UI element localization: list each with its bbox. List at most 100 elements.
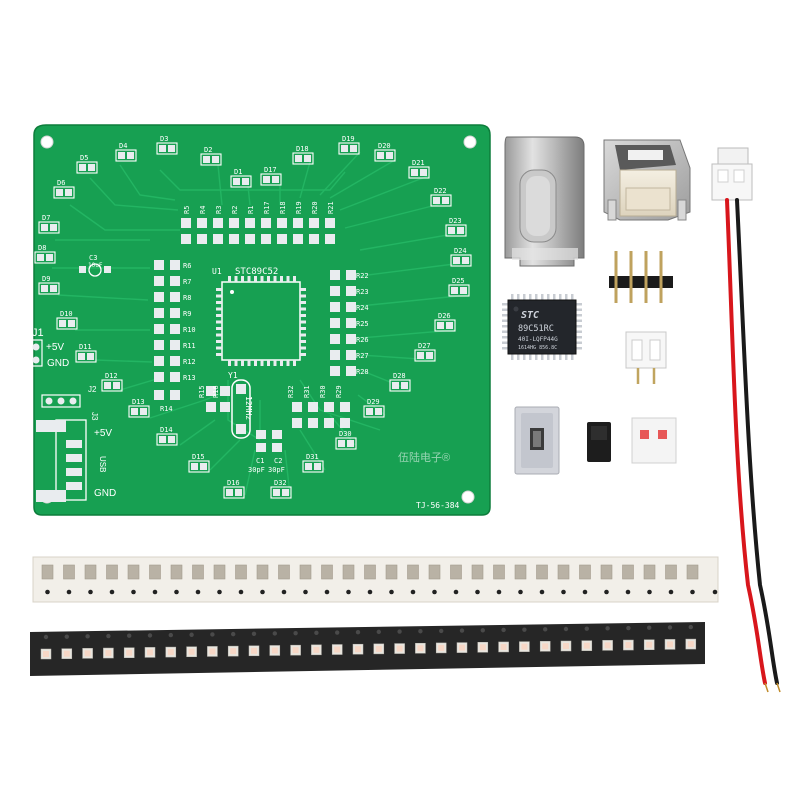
led-pad — [273, 489, 280, 496]
tape-hole — [195, 589, 201, 595]
j2-label: J2 — [88, 385, 97, 394]
qfp-pad — [216, 294, 222, 298]
resistor-label: R7 — [183, 278, 191, 286]
chip-leg — [502, 314, 509, 317]
led-footprint: D6 — [53, 179, 75, 199]
chip-leg — [559, 353, 562, 360]
led-pad — [462, 257, 469, 264]
led-footprint: D17 — [260, 166, 282, 186]
led-pad — [338, 440, 345, 447]
led-pad — [451, 287, 458, 294]
tape-resistor — [557, 564, 570, 580]
resistor-pad — [324, 418, 334, 428]
qfp-pad — [241, 360, 244, 366]
resistor-pad — [170, 340, 180, 350]
resistor-label: R6 — [183, 262, 191, 270]
qfp-pad — [216, 314, 222, 317]
led-pad — [420, 169, 427, 176]
resistor-pad — [346, 302, 356, 312]
tape-resistor — [63, 564, 75, 580]
pcb-board: D1D2D3D4D5D6D7D8D9D10D11D12D13D14D15D16D… — [29, 124, 491, 516]
chip-leg — [565, 294, 568, 301]
resistor-footprint: R25 — [330, 318, 369, 328]
led-footprint: D14 — [156, 426, 178, 446]
resistor-pad — [170, 308, 180, 318]
resistor-footprint: R27 — [330, 350, 369, 360]
resistor-label: R9 — [183, 310, 191, 318]
resistor-pad — [340, 418, 350, 428]
resistor-label: R14 — [160, 405, 173, 413]
led-footprint: D32 — [270, 479, 292, 499]
led-label: D31 — [306, 453, 319, 461]
chip-leg — [517, 294, 520, 301]
qfp-pad — [286, 276, 290, 282]
tape-resistor — [536, 564, 548, 580]
chip-leg — [502, 325, 509, 328]
board-serial: TJ-56-384 — [416, 501, 460, 510]
led-label: D3 — [160, 135, 168, 143]
resistor-label: R25 — [356, 320, 369, 328]
led-pad — [127, 152, 134, 159]
resistor-footprint: R30 — [319, 385, 334, 428]
led-label: D21 — [412, 159, 425, 167]
led-outline — [76, 161, 98, 174]
chip-model: 89C51RC — [518, 324, 554, 334]
qfp-pad — [300, 307, 306, 311]
qfp-pad — [216, 307, 222, 311]
chip-leg — [541, 353, 544, 360]
resistor-footprint: R6 — [154, 260, 191, 270]
led-pad — [200, 463, 207, 470]
resistor-pad — [213, 218, 223, 228]
led-tape-hole — [543, 627, 548, 632]
led-footprint: D25 — [448, 277, 470, 297]
tape-hole — [346, 589, 351, 595]
resistor-pad — [206, 402, 216, 412]
led-pad — [203, 156, 210, 163]
led-footprint: D5 — [76, 154, 98, 174]
resistor-pad — [309, 218, 319, 228]
led-label: D19 — [342, 135, 355, 143]
chip-leg — [511, 353, 514, 360]
led-outline — [302, 460, 324, 473]
tape-hole — [324, 589, 330, 595]
led-pad — [78, 353, 85, 360]
tape-led-lens — [230, 648, 237, 655]
led-tape-hole — [501, 627, 506, 633]
qfp-pad — [241, 276, 244, 282]
led-label: D11 — [79, 343, 92, 351]
tape-resistor — [428, 564, 441, 580]
resistor-footprint: R9 — [154, 308, 191, 318]
chip-leg — [523, 353, 526, 360]
led-pad — [341, 145, 348, 152]
led-outline — [292, 152, 314, 165]
resistor-footprint: R3 — [213, 206, 223, 244]
led-label: D25 — [452, 277, 465, 285]
usb-label: USB — [98, 456, 107, 472]
led-tape-hole — [272, 631, 277, 636]
resistor-footprint: R21 — [325, 201, 335, 244]
resistor-pad — [220, 386, 230, 396]
resistor-footprint: R11 — [154, 340, 196, 350]
j1-header: J1 +5V GND — [29, 327, 69, 369]
tape-resistor — [192, 564, 204, 580]
chip-leg — [575, 341, 582, 344]
tape-led-lens — [604, 642, 611, 649]
led-outline — [53, 186, 75, 199]
led-outline — [188, 460, 210, 473]
tape-resistor — [84, 564, 97, 580]
jumper-cap — [587, 422, 611, 462]
tape-resistor — [149, 564, 161, 580]
usb-socket — [603, 139, 691, 221]
resistor-label: R23 — [356, 288, 369, 296]
tape-led-lens — [500, 643, 507, 650]
mounting-hole — [40, 135, 54, 149]
qfp-pad — [300, 288, 306, 291]
led-footprint: D30 — [335, 430, 357, 450]
led-outline — [448, 284, 470, 297]
led-footprint: D26 — [434, 312, 456, 332]
resistor-pad — [346, 366, 356, 376]
qfp-pad — [293, 276, 296, 282]
led-tape-hole — [147, 633, 153, 638]
chip-leg — [523, 294, 526, 301]
